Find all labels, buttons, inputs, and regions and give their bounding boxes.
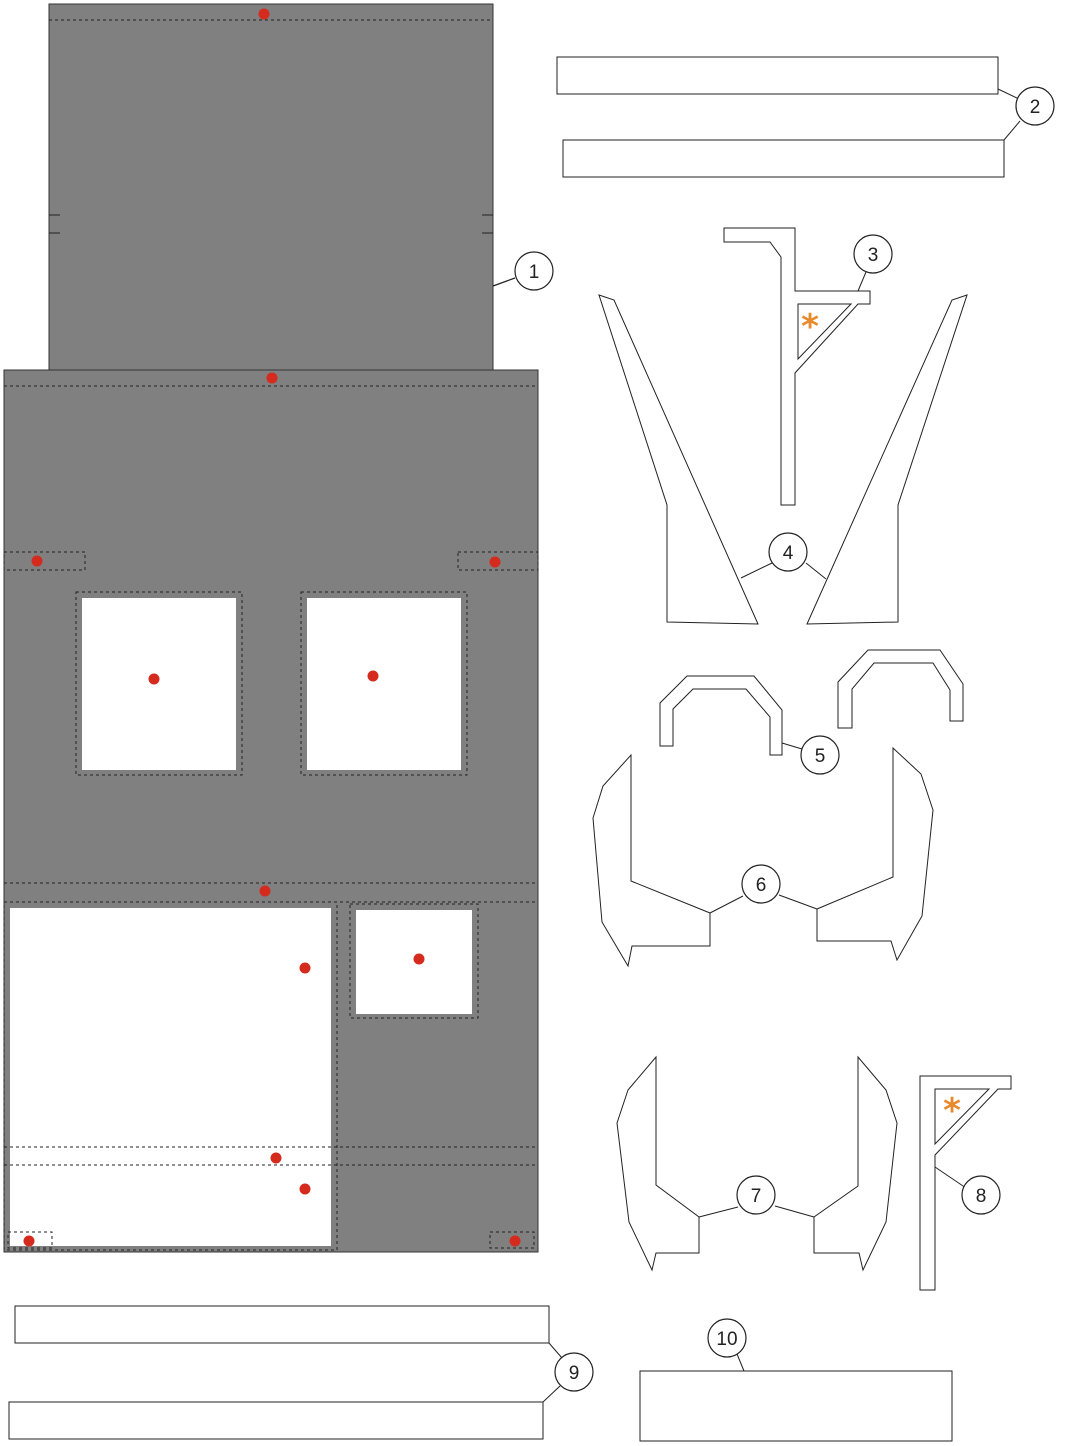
glue-dot [148,673,160,685]
part-7-wings [616,1055,898,1272]
window-cutout-left [82,598,236,770]
glue-dot [266,372,278,384]
lower-panel [3,369,539,1253]
callout-7: 7 [751,1186,762,1207]
callout-4: 4 [783,543,794,564]
glue-dot [489,556,501,568]
callout-6: 6 [756,875,767,896]
callout-8: 8 [976,1186,987,1207]
glue-dot [23,1235,35,1247]
glue-dot [270,1152,282,1164]
part-10-panel [639,1353,953,1442]
glue-dot [299,962,311,974]
window-cutout-right [307,598,461,770]
part-2-strips [556,56,1021,178]
glue-dot-markers [23,8,521,1247]
part-8-bracket [919,1075,1012,1291]
glue-dot [413,953,425,965]
callout-3: 3 [868,245,879,266]
glue-dot [509,1235,521,1247]
callout-labels: 1 2 3 4 5 6 7 8 9 10 [529,97,1041,1384]
glue-dot [299,1183,311,1195]
glue-dot [31,555,43,567]
callout-2: 2 [1030,97,1041,118]
callout-10: 10 [716,1329,737,1350]
part-6-wings [592,746,934,968]
small-window-cutout [356,910,472,1014]
glue-dot [259,885,271,897]
callout-5: 5 [815,746,826,767]
callout-1: 1 [529,262,540,283]
star-marker: * [801,307,819,347]
part-3-bracket [723,227,871,506]
door-cutout [10,908,331,1246]
callouts [492,86,1055,1392]
glue-dot [258,8,270,20]
part-1-upper-panel [48,3,494,371]
part-4-blades [598,294,968,625]
star-marker: * [943,1091,961,1131]
part-9-strips [8,1305,563,1440]
glue-dot [367,670,379,682]
part-5-arches [659,649,964,756]
callout-9: 9 [569,1363,580,1384]
